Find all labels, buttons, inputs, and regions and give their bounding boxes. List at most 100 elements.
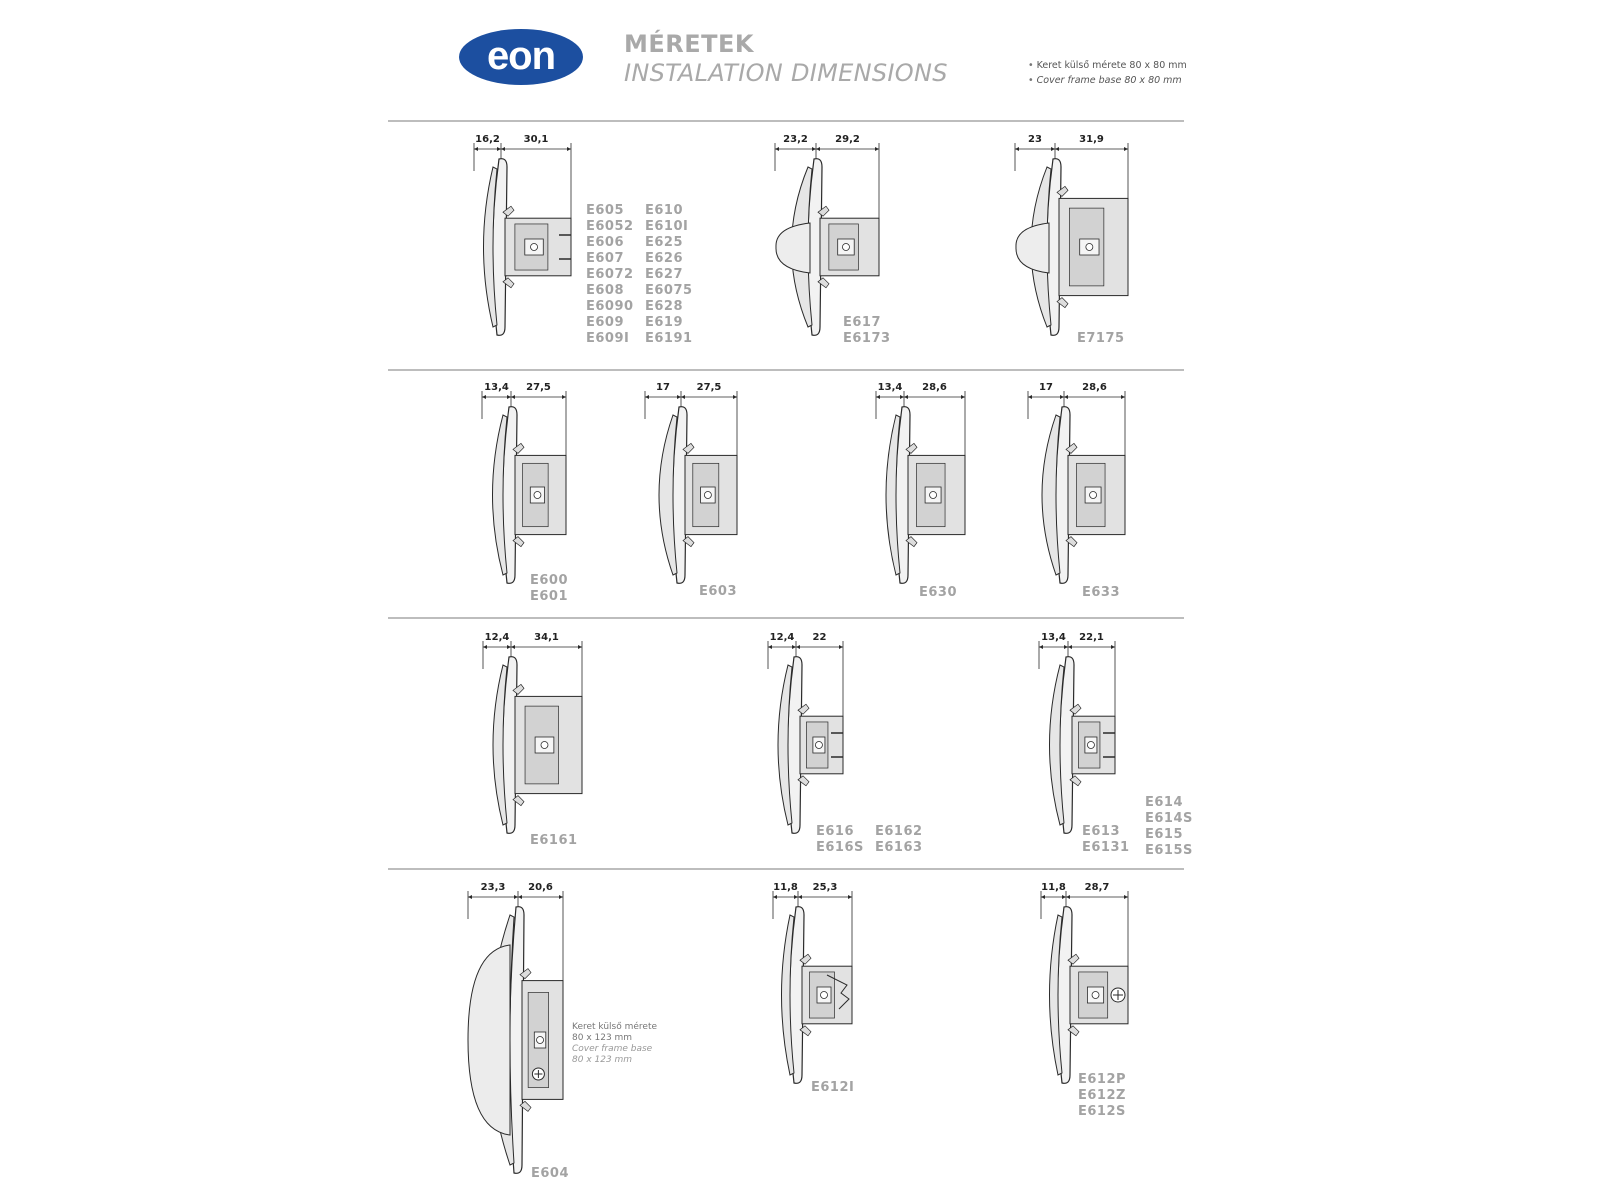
dimension-arrow — [645, 395, 649, 399]
dimension-arrow — [796, 645, 800, 649]
product-codes: E610 E610I E625 E626 E627 E6075 E628 E61… — [645, 203, 693, 347]
dimension-arrow — [1028, 395, 1032, 399]
dimension-arrow — [511, 395, 515, 399]
title-hungarian: MÉRETEK — [624, 30, 755, 58]
product-codes: E633 — [1082, 585, 1120, 601]
dimension-front: 23 — [1028, 134, 1042, 145]
dimension-depth: 34,1 — [534, 632, 559, 643]
double-rocker — [467, 944, 511, 1136]
dimension-arrow — [562, 395, 566, 399]
product-code: E6163 — [875, 840, 923, 855]
terminal-screw — [815, 741, 823, 749]
product-code: E6072 — [586, 267, 634, 282]
product-codes: E600 E601 — [530, 573, 568, 605]
mounting-claw — [512, 536, 525, 548]
knob — [775, 222, 811, 274]
product-codes: E617 E6173 — [843, 315, 891, 347]
rocker-face — [492, 414, 508, 576]
dimension-depth: 28,7 — [1084, 882, 1110, 893]
product-code: E607 — [586, 251, 625, 266]
rocker-face — [781, 914, 795, 1076]
dimension-arrow — [848, 895, 852, 899]
dimension-depth: 22 — [812, 632, 827, 643]
dimension-arrow — [1062, 895, 1066, 899]
dimension-depth: 22,1 — [1079, 632, 1104, 643]
dimension-depth: 25,3 — [812, 882, 838, 893]
product-code: E615 — [1145, 827, 1184, 842]
product-code: E609 — [586, 315, 625, 330]
product-codes: E612P E612Z E612S — [1078, 1072, 1126, 1120]
dimension-arrow — [482, 395, 486, 399]
mounting-claw — [1067, 953, 1080, 965]
mounting-claw — [519, 968, 532, 980]
product-code: E605 — [586, 203, 625, 218]
dimension-depth: 28,6 — [922, 382, 947, 393]
eon-logo: eon — [459, 29, 583, 85]
mounting-claw — [905, 536, 918, 548]
mounting-claw — [799, 953, 812, 965]
dimension-arrow — [1051, 147, 1055, 151]
rocker-face — [1049, 914, 1063, 1076]
terminal-screw — [540, 741, 549, 749]
dimension-depth: 27,5 — [526, 382, 551, 393]
dimension-arrow — [474, 147, 478, 151]
rocker-face — [483, 166, 498, 328]
product-code: E7175 — [1077, 331, 1125, 346]
product-code: E6161 — [530, 833, 578, 848]
dimension-arrow — [816, 147, 820, 151]
dimension-arrow — [768, 645, 772, 649]
terminal-screw — [530, 243, 538, 251]
dimension-arrow — [501, 147, 505, 151]
dimension-arrow — [1066, 895, 1070, 899]
knob — [1015, 222, 1050, 274]
product-codes: E6162 E6163 — [875, 824, 923, 856]
dimension-depth: 28,6 — [1082, 382, 1107, 393]
dimension-arrow — [904, 395, 908, 399]
dimension-front: 11,8 — [1041, 882, 1066, 893]
section-divider — [388, 617, 1184, 619]
dimension-arrow — [900, 395, 904, 399]
product-code: E601 — [530, 589, 569, 604]
terminal-screw — [929, 491, 937, 499]
dimension-arrow — [1124, 895, 1128, 899]
cover-note-en-1: Cover frame base — [572, 1044, 653, 1054]
product-code: E616 — [816, 824, 855, 839]
mounting-claw — [817, 277, 830, 289]
mounting-claw — [682, 536, 695, 548]
dimension-depth: 27,5 — [696, 382, 722, 393]
product-code: E628 — [645, 299, 684, 314]
product-codes: E605 E6052 E606 E607 E6072 E608 E6090 E6… — [586, 203, 634, 347]
product-code: E612S — [1078, 1104, 1126, 1119]
dimension-arrow — [1060, 395, 1064, 399]
dimension-front: 12,4 — [769, 632, 795, 643]
dimension-front: 11,8 — [773, 882, 798, 893]
dimension-front: 23,2 — [783, 134, 808, 145]
dimension-front: 13,4 — [877, 382, 903, 393]
product-code: E610I — [645, 219, 689, 234]
dimension-arrow — [875, 147, 879, 151]
product-code: E600 — [530, 573, 569, 588]
mounting-claw — [905, 442, 918, 454]
dimension-front: 13,4 — [484, 382, 509, 393]
mounting-claw — [512, 442, 525, 454]
product-code: E614 — [1145, 795, 1184, 810]
mounting-claw — [519, 1100, 532, 1112]
dimension-arrow — [511, 645, 515, 649]
product-code: E6173 — [843, 331, 891, 346]
dimension-arrow — [839, 645, 843, 649]
product-code: E610 — [645, 203, 684, 218]
product-code: E625 — [645, 235, 684, 250]
product-codes: E630 — [919, 585, 957, 601]
product-code: E609I — [586, 331, 630, 346]
mounting-claw — [797, 775, 810, 787]
terminal-screw — [1091, 991, 1100, 999]
mounting-claw — [817, 205, 830, 217]
product-code: E612P — [1078, 1072, 1127, 1087]
dimension-arrow — [1111, 645, 1115, 649]
mounting-claw — [1069, 775, 1082, 787]
dimension-front: 16,2 — [475, 134, 500, 145]
product-code: E6131 — [1082, 840, 1130, 855]
product-codes: E612I — [811, 1080, 854, 1096]
product-code: E633 — [1082, 585, 1121, 600]
dimension-arrow — [775, 147, 779, 151]
